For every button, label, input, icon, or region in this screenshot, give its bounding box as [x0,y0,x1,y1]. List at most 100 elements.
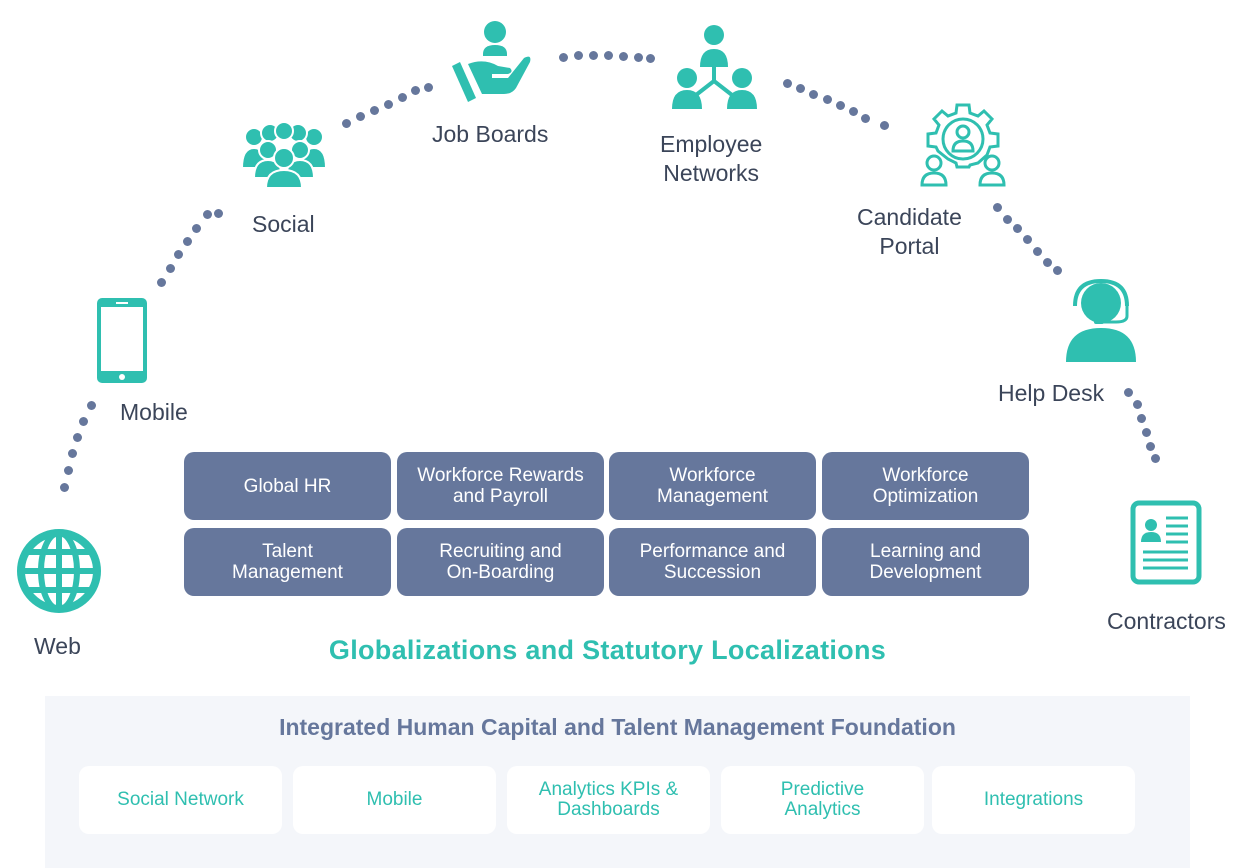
globalization-title: Globalizations and Statutory Localizatio… [328,635,887,665]
headset-agent-icon [1066,278,1136,362]
connector-dot [64,466,73,475]
module-label: Workforce [669,465,756,486]
connector-dot [60,483,69,492]
foundation-item-label: Integrations [983,789,1084,810]
foundation-item-social-network[interactable]: Social Network [79,766,282,834]
connector-dot [79,417,88,426]
smartphone-icon [97,298,147,383]
connector-dot [183,237,192,246]
connector-dot [619,52,628,61]
foundation-item-label: Dashboards [557,799,660,820]
connector-dot [68,449,77,458]
foundation-item-integrations[interactable]: Integrations [932,766,1135,834]
connector-dot [342,119,351,128]
connector-dot [166,264,175,273]
connector-dot [87,401,96,410]
connector-dot [836,101,845,110]
connector-dot [849,107,858,116]
connector-dot [809,90,818,99]
connector-dot [646,54,655,63]
module-label: Global HR [243,475,332,497]
resume-document-icon [1130,500,1202,585]
channel-label-web: Web [34,633,81,659]
channel-label-social: Social [252,211,315,237]
connector-dot [1043,258,1052,267]
connector-dot [1146,442,1155,451]
people-group-icon [240,122,328,188]
module-label: Development [869,562,982,583]
connector-dot [589,51,598,60]
connector-dot [398,93,407,102]
connector-dot [993,203,1002,212]
foundation-item-mobile[interactable]: Mobile [293,766,496,834]
foundation-item-label: Analytics KPIs & [538,779,679,800]
connector-dot [783,79,792,88]
foundation-title: Integrated Human Capital and Talent Mana… [279,714,956,740]
channel-label-contractors: Contractors [1107,608,1226,634]
network-people-icon [672,25,757,109]
connector-dot [1137,414,1146,423]
connector-dot [1151,454,1160,463]
channel-label-help-desk: Help Desk [998,380,1105,406]
connector-dot [796,84,805,93]
module-label: Recruiting and [439,541,562,562]
connector-dot [424,83,433,92]
foundation-item-label: Social Network [117,789,244,810]
channel-label-employee-networks: Employee Networks [660,130,762,188]
foundation-item-analytics-kpis[interactable]: Analytics KPIs &Dashboards [507,766,710,834]
connector-dot [174,250,183,259]
connector-dot [823,95,832,104]
module-global-hr[interactable]: Global HR [184,452,391,520]
module-label: On-Boarding [446,562,555,583]
connector-dot [411,86,420,95]
hand-holding-person-icon [452,21,531,102]
connector-dot [1124,388,1133,397]
module-label: Management [232,562,343,583]
connector-dot [880,121,889,130]
foundation-item-label: Predictive [780,779,865,800]
connector-dot [384,100,393,109]
module-label: Management [657,486,768,507]
module-label: Learning and [870,541,981,562]
globe-icon [17,529,101,613]
label-line: Networks [663,160,760,186]
connector-dot [192,224,201,233]
connector-dot [1053,266,1062,275]
connector-dot [574,51,583,60]
module-label: Optimization [872,486,979,507]
channel-label-mobile: Mobile [120,399,188,425]
gear-person-icon [920,103,1006,187]
label-line: Portal [879,233,940,259]
connector-dot [214,209,223,218]
connector-dot [356,112,365,121]
module-label: Succession [663,562,762,583]
channel-label-candidate-portal: Candidate Portal [857,203,962,261]
connector-dot [73,433,82,442]
label-line: Candidate [857,204,962,230]
foundation-item-label: Analytics [784,799,861,820]
module-label: Performance and [639,541,786,562]
connector-dot [370,106,379,115]
module-label: Workforce Rewards [417,465,584,486]
label-line: Employee [660,131,763,157]
foundation-panel: Integrated Human Capital and Talent Mana… [45,696,1190,868]
connector-dot [1013,224,1022,233]
connector-dot [634,53,643,62]
connector-dot [203,210,212,219]
module-label: Workforce [882,465,969,486]
foundation-item-label: Mobile [366,789,423,810]
module-label: Talent [262,541,313,562]
connector-dot [1003,215,1012,224]
module-label: and Payroll [452,486,549,507]
connector-dot [157,278,166,287]
connector-dot [1033,247,1042,256]
connector-dot [604,51,613,60]
